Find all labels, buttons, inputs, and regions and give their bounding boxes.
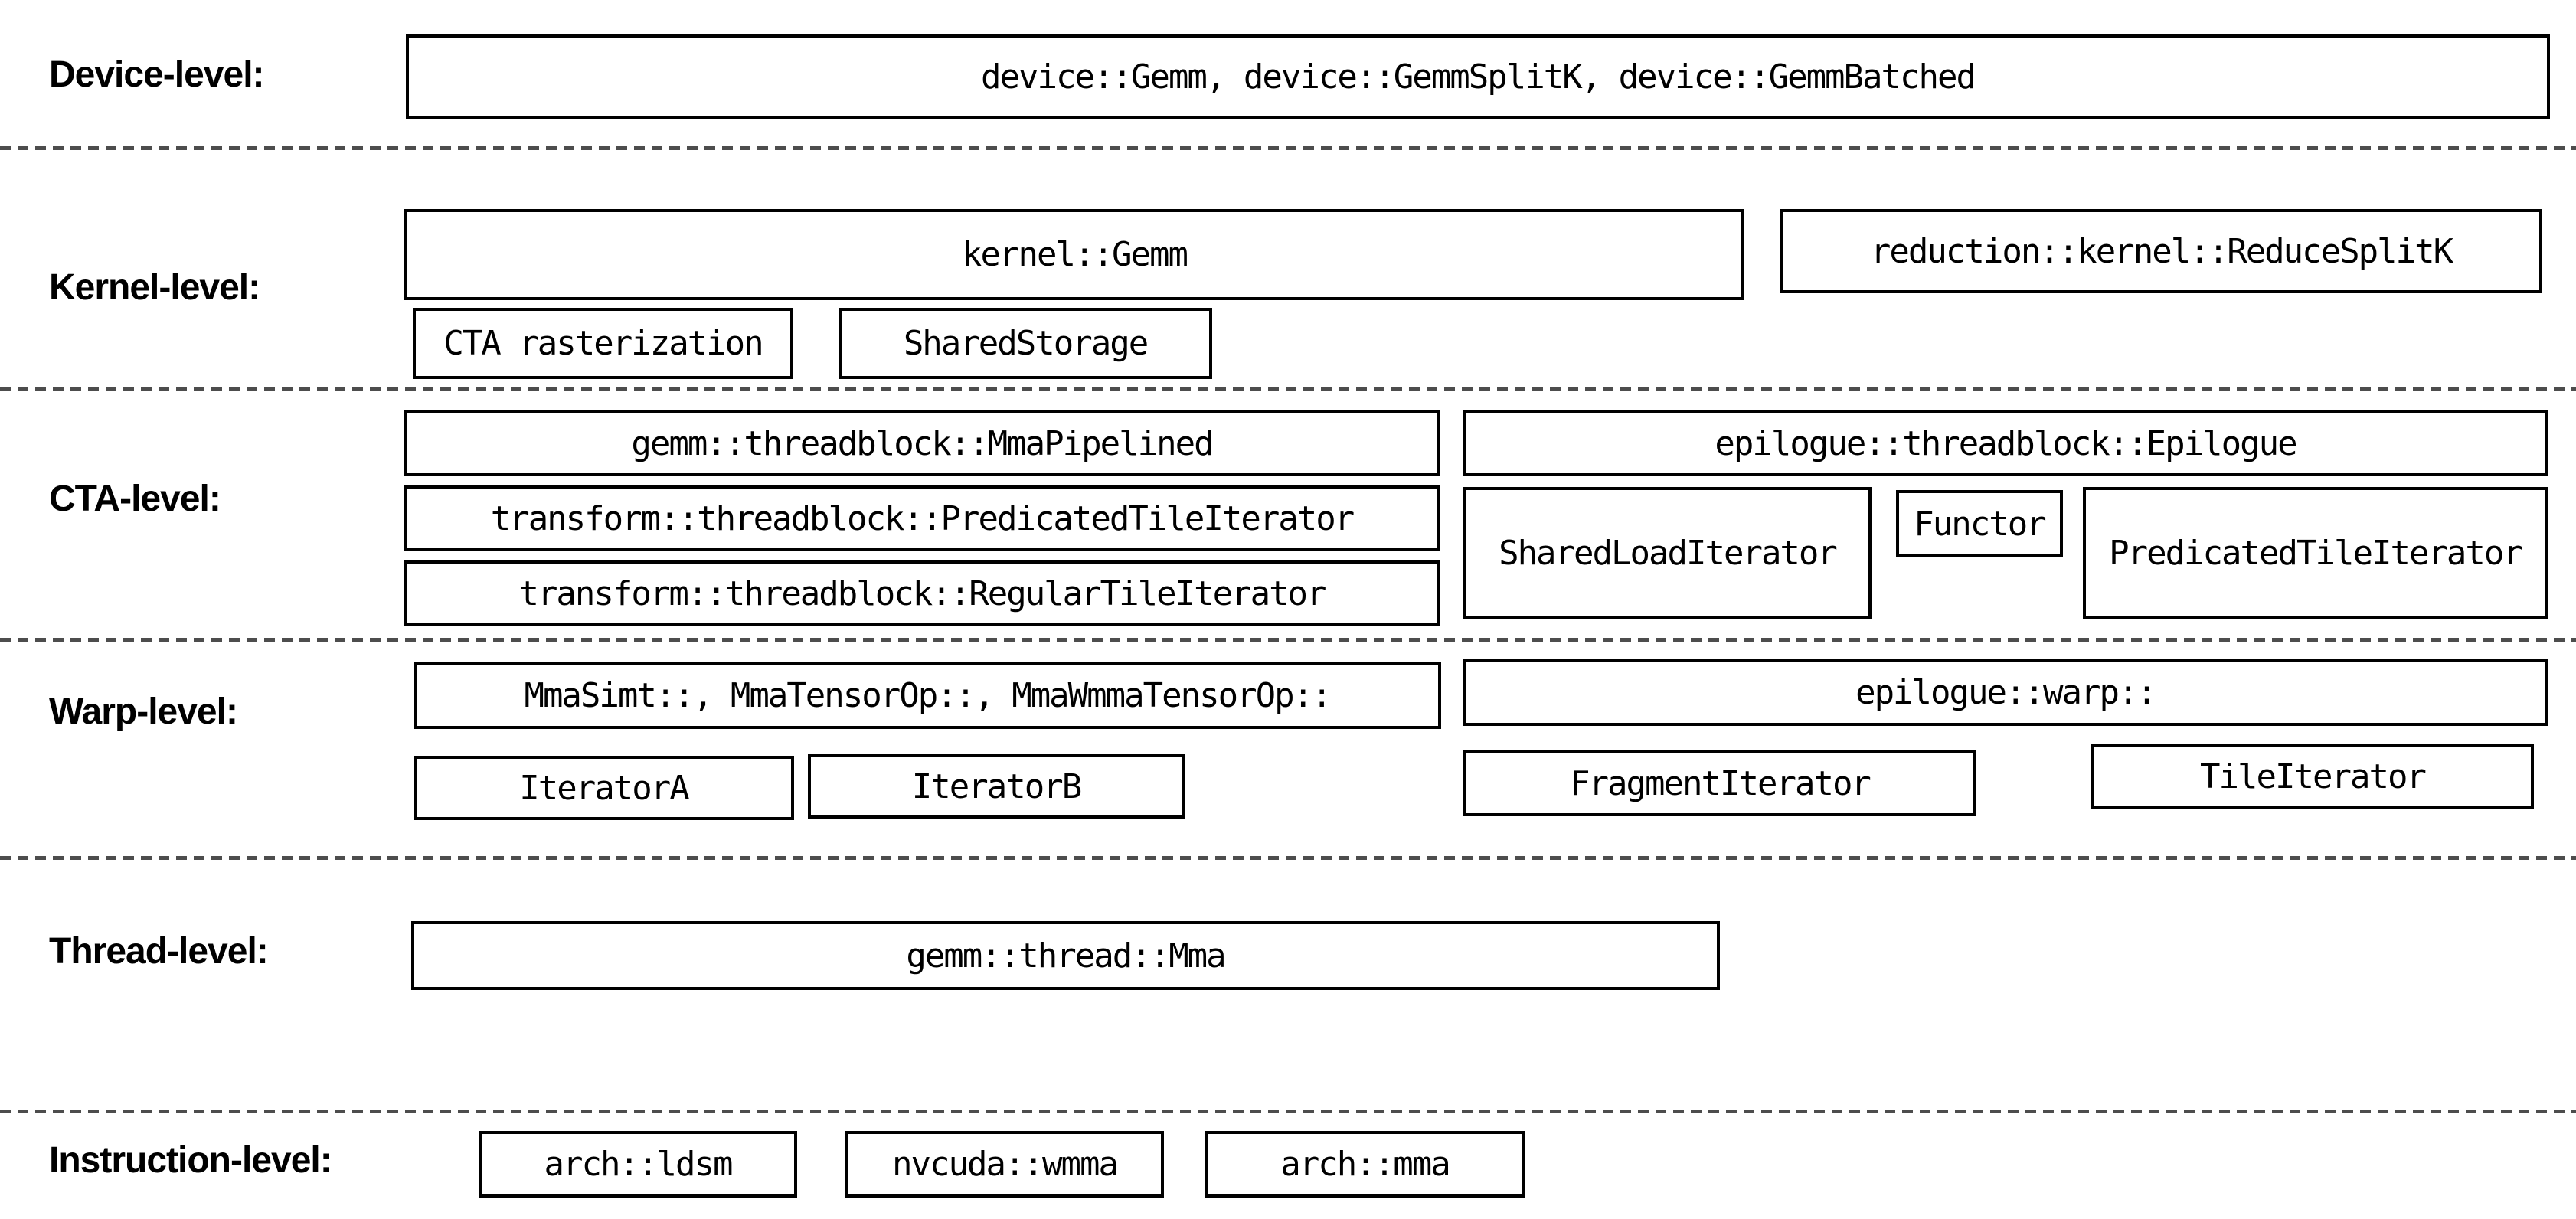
- box-functor: Functor: [1896, 490, 2063, 557]
- cta-level-label: CTA-level:: [49, 479, 221, 519]
- box-cta-rasterization: CTA rasterization: [413, 308, 793, 379]
- level-divider: [0, 856, 2576, 860]
- box-iterator-a: IteratorA: [414, 756, 794, 820]
- box-epilogue-warp: epilogue::warp::: [1463, 659, 2548, 726]
- box-transform-threadblock-predicated-tile-iterator: transform::threadblock::PredicatedTileIt…: [404, 485, 1440, 551]
- box-shared-storage: SharedStorage: [839, 308, 1212, 379]
- box-shared-load-iterator: SharedLoadIterator: [1463, 487, 1872, 619]
- box-gemm-threadblock-mma-pipelined: gemm::threadblock::MmaPipelined: [404, 410, 1440, 476]
- warp-level-label: Warp-level:: [49, 691, 238, 732]
- device-level-label: Device-level:: [49, 54, 265, 95]
- box-transform-threadblock-regular-tile-iterator: transform::threadblock::RegularTileItera…: [404, 560, 1440, 626]
- thread-level-label: Thread-level:: [49, 931, 269, 972]
- box-epilogue-threadblock-epilogue: epilogue::threadblock::Epilogue: [1463, 410, 2548, 476]
- box-gemm-thread-mma: gemm::thread::Mma: [411, 921, 1720, 990]
- box-reduction-kernel-reduce-splitk: reduction::kernel::ReduceSplitK: [1780, 209, 2542, 293]
- instruction-level-label: Instruction-level:: [49, 1140, 332, 1181]
- box-iterator-b: IteratorB: [808, 754, 1185, 819]
- box-tile-iterator: TileIterator: [2091, 744, 2534, 809]
- box-warp-mma-variants: MmaSimt::, MmaTensorOp::, MmaWmmaTensorO…: [414, 662, 1441, 729]
- box-arch-ldsm: arch::ldsm: [479, 1131, 797, 1198]
- level-divider: [0, 146, 2576, 150]
- kernel-level-label: Kernel-level:: [49, 267, 260, 308]
- box-fragment-iterator: FragmentIterator: [1463, 750, 1976, 816]
- box-nvcuda-wmma: nvcuda::wmma: [845, 1131, 1164, 1198]
- box-arch-mma: arch::mma: [1205, 1131, 1525, 1198]
- box-device-gemm: device::Gemm, device::GemmSplitK, device…: [406, 34, 2550, 119]
- level-divider: [0, 638, 2576, 642]
- level-divider: [0, 1110, 2576, 1113]
- box-predicated-tile-iterator: PredicatedTileIterator: [2083, 487, 2548, 619]
- level-divider: [0, 387, 2576, 391]
- box-kernel-gemm: kernel::Gemm: [404, 209, 1744, 300]
